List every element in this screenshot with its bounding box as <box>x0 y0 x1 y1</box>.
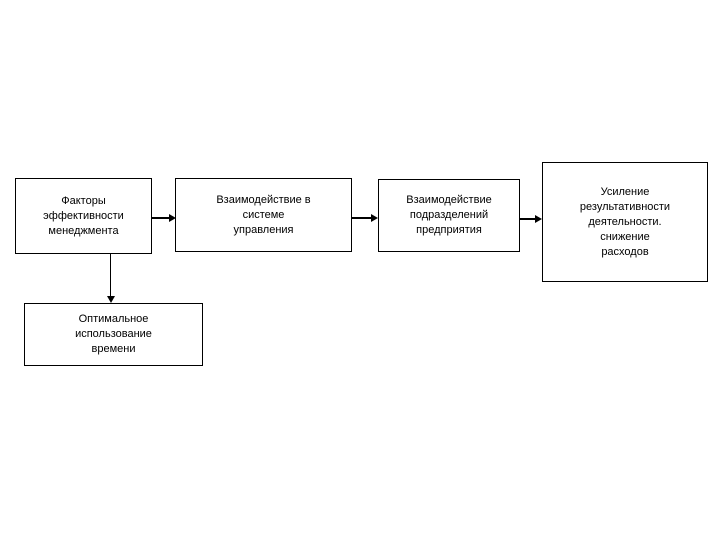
flow-box-time-usage: Оптимальное использование времени <box>24 303 203 366</box>
arrow-factors-to-system-icon <box>152 217 169 219</box>
flow-box-divisions-interaction-label: Взаимодействие подразделений предприятия <box>406 194 492 236</box>
flow-box-system-interaction: Взаимодействие в системе управления <box>175 178 352 252</box>
flow-box-system-interaction-label: Взаимодействие в системе управления <box>216 193 311 236</box>
arrow-factors-to-time-icon <box>110 253 111 296</box>
flow-box-factors-label: Факторы эффективности менеджмента <box>43 194 124 237</box>
flow-box-time-usage-label: Оптимальное использование времени <box>75 313 152 355</box>
arrow-system-to-divisions-icon <box>352 217 371 219</box>
flow-box-result-label: Усиление результативности деятельности. … <box>579 185 671 258</box>
flow-box-factors: Факторы эффективности менеджмента <box>15 178 152 254</box>
arrow-divisions-to-result-icon <box>520 218 535 220</box>
flow-box-divisions-interaction: Взаимодействие подразделений предприятия <box>378 179 520 252</box>
flow-box-result: Усиление результативности деятельности. … <box>542 162 708 282</box>
